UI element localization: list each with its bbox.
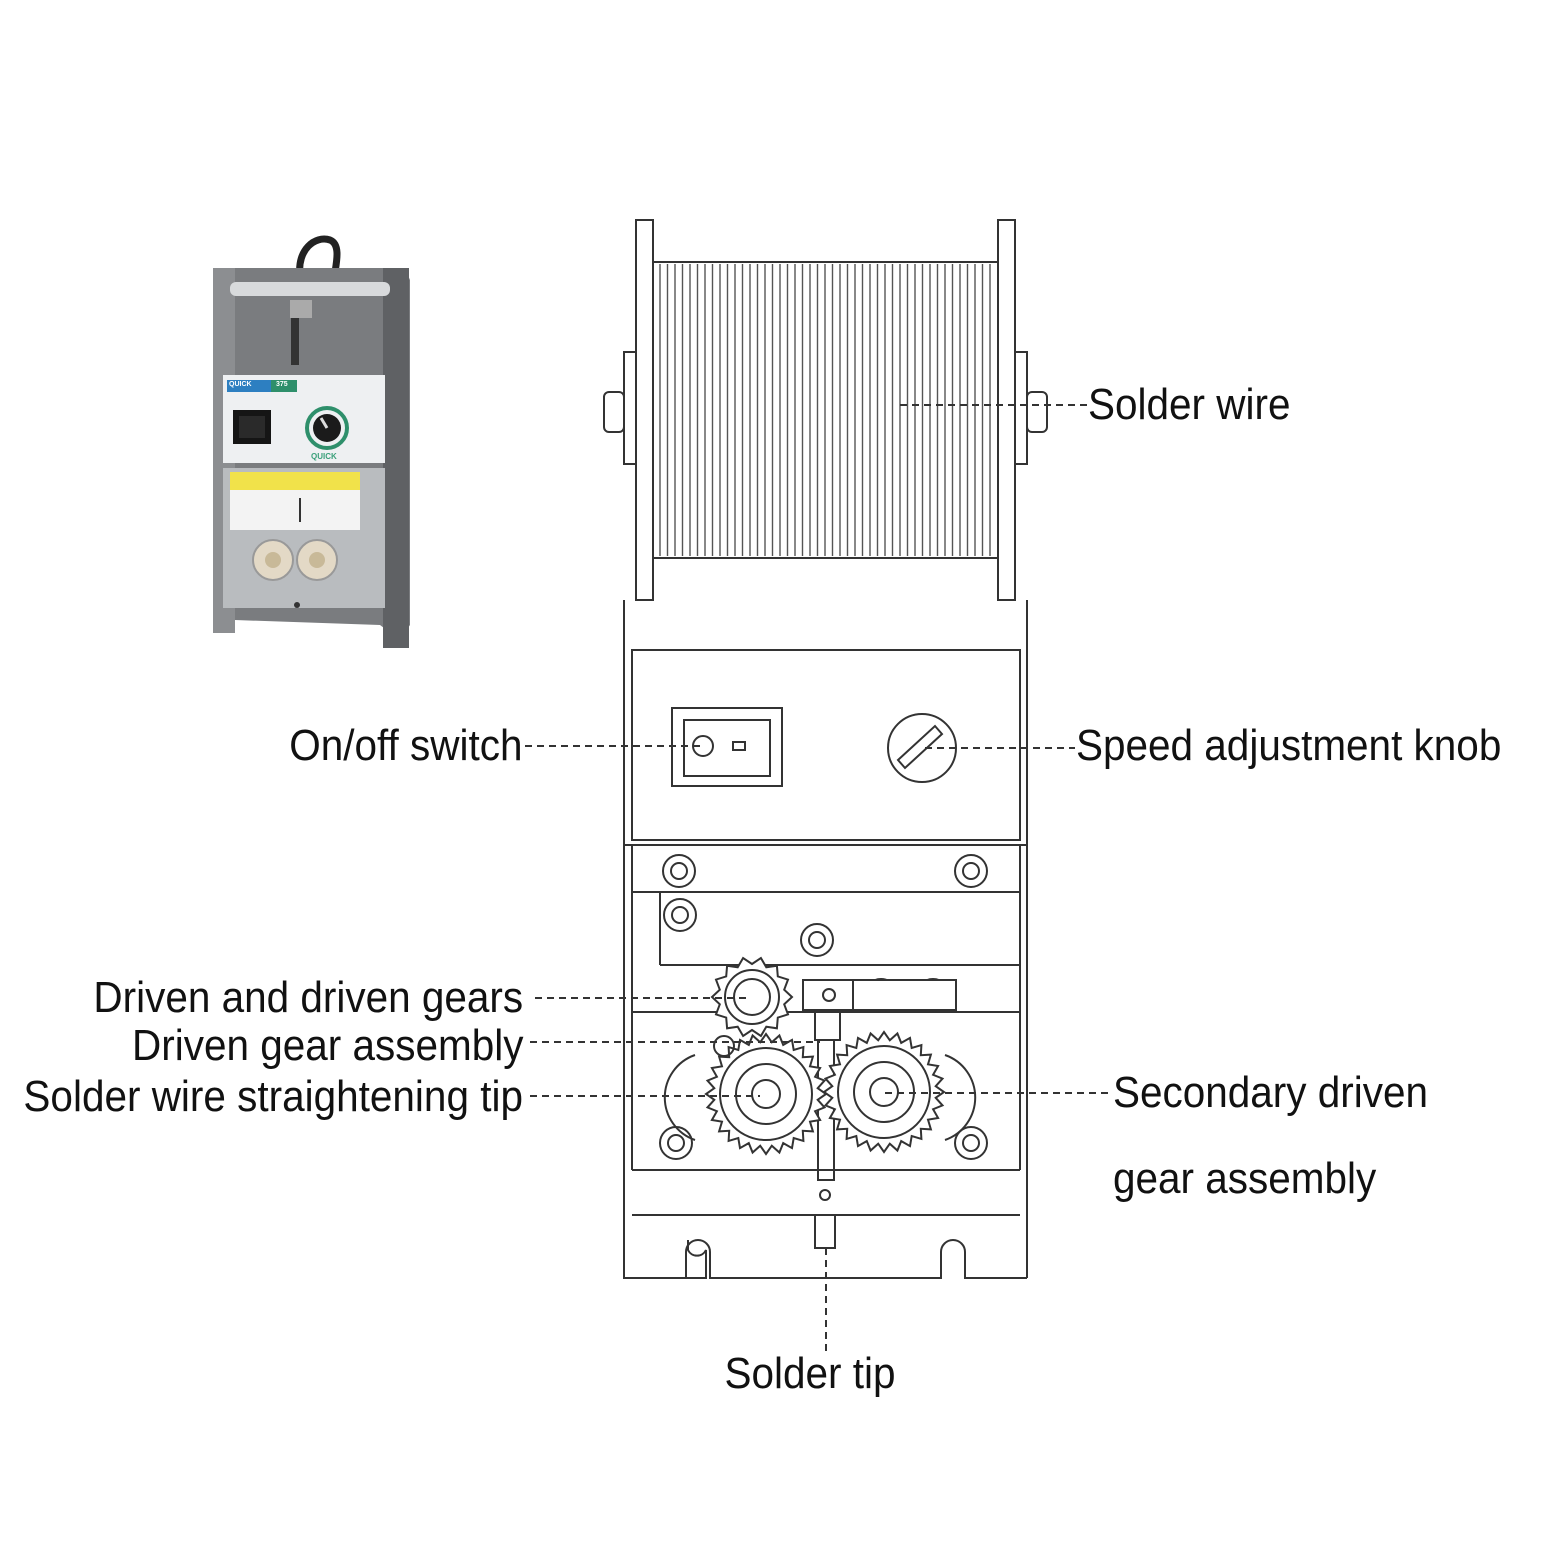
photo-brand-badge: QUICK: [229, 381, 252, 388]
axle-knob-right: [1026, 391, 1048, 433]
label-driven-gear-assembly: Driven gear assembly: [131, 1021, 523, 1070]
speed-knob-outline: [887, 713, 957, 783]
label-secondary-line1: Secondary driven: [1113, 1068, 1429, 1117]
label-solder-tip: Solder tip: [724, 1349, 896, 1398]
spool-right-flange: [997, 219, 1016, 601]
label-driven-gears: Driven and driven gears: [93, 973, 523, 1022]
photo-model-badge: 375: [276, 381, 288, 388]
product-photo: QUICK 375 QUICK: [205, 230, 420, 650]
label-solder-wire: Solder wire: [1088, 380, 1291, 429]
axle-knob-left: [603, 391, 625, 433]
spool-left-flange: [635, 219, 654, 601]
label-on-off-switch: On/off switch: [289, 721, 523, 770]
photo-brand-mark: QUICK: [311, 452, 337, 461]
label-speed-knob: Speed adjustment knob: [1076, 721, 1502, 770]
leader-lines: [525, 404, 1112, 1355]
product-photo-illustration: [213, 235, 410, 648]
label-straightening-tip: Solder wire straightening tip: [23, 1072, 523, 1121]
label-secondary-line2: gear assembly: [1113, 1154, 1377, 1203]
